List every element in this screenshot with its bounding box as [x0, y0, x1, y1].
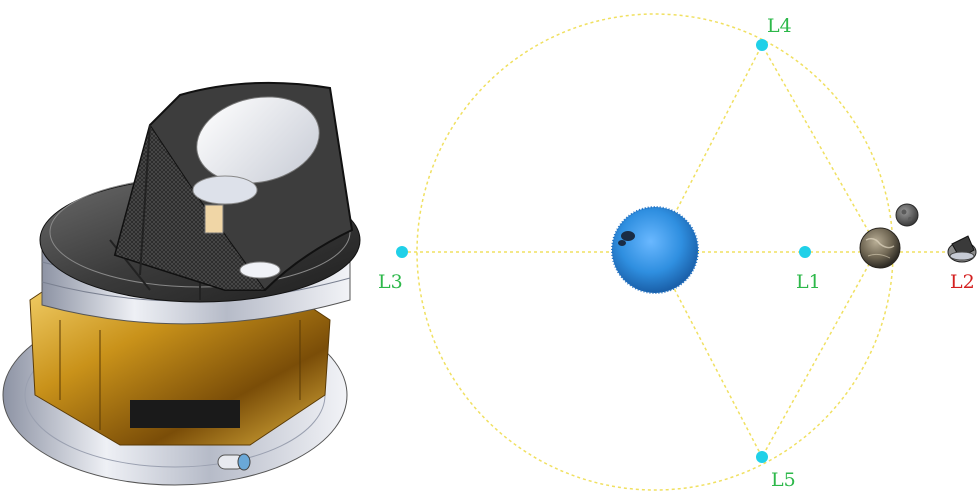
l2-label: L2: [950, 271, 975, 293]
orbit-diagram: L1 L2 L3 L4 L5: [378, 13, 977, 491]
l3-label: L3: [378, 271, 403, 293]
l3-point: [396, 246, 408, 258]
l5-label: L5: [771, 469, 796, 491]
earth-l4-line: [761, 44, 879, 249]
earth: [859, 227, 901, 269]
l4-label: L4: [767, 15, 792, 37]
primary-mirror: [196, 96, 320, 184]
l1-label: L1: [796, 271, 821, 293]
sunspot: [621, 231, 635, 241]
l1-point: [799, 246, 811, 258]
thruster-cylinder: [217, 453, 251, 471]
l4-point: [756, 39, 768, 51]
sun: [611, 206, 699, 294]
mesh-baffle: [114, 123, 266, 291]
space-telescope-at-l2: [947, 235, 977, 263]
service-module-panel: [130, 400, 240, 428]
l5-point: [756, 451, 768, 463]
moon: [895, 203, 919, 227]
secondary-mirror: [239, 261, 281, 279]
earth-l5-line: [761, 247, 879, 458]
spacecraft-illustration: [2, 81, 361, 486]
